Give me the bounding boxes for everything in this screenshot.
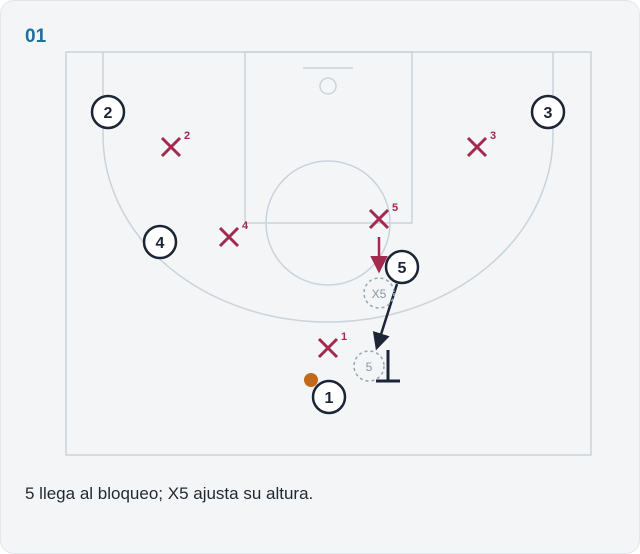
court <box>65 51 592 456</box>
ghost-x5: X5 <box>363 277 395 309</box>
rim <box>319 77 337 95</box>
player-5-label: 5 <box>398 260 407 277</box>
defender-x2: 2 <box>160 130 190 158</box>
player-2: 2 <box>90 94 126 130</box>
defender-x5: 5 <box>368 202 398 230</box>
defender-x2-label: 2 <box>184 130 190 142</box>
player-4: 4 <box>142 224 178 260</box>
player-1-label: 1 <box>325 390 334 407</box>
paint-lane <box>244 51 413 224</box>
player-3-label: 3 <box>544 105 553 122</box>
defender-x3: 3 <box>466 130 496 158</box>
defender-x4: 4 <box>218 220 249 248</box>
player-1: 1 <box>311 379 347 415</box>
player-3: 3 <box>530 94 566 130</box>
defender-x3-label: 3 <box>490 130 496 142</box>
ball-icon <box>304 373 318 387</box>
defender-x4-label: 4 <box>242 220 249 232</box>
defender-x1-label: 1 <box>341 331 347 343</box>
player-2-label: 2 <box>104 105 113 122</box>
free-throw-circle <box>265 160 391 286</box>
ghost-x5-label: X5 <box>372 287 387 301</box>
play-caption: 5 llega al bloqueo; X5 ajusta su altura. <box>25 484 314 503</box>
ghost-5-label: 5 <box>366 360 373 374</box>
player-5: 5 <box>384 249 420 285</box>
player-4-label: 4 <box>156 235 165 252</box>
screen-symbol <box>376 350 400 383</box>
defender-x1: 1 <box>317 331 347 359</box>
defender-x5-label: 5 <box>392 202 398 214</box>
ghost-5: 5 <box>353 350 385 382</box>
play-number: 01 <box>25 26 47 47</box>
three-point-line <box>102 52 554 323</box>
